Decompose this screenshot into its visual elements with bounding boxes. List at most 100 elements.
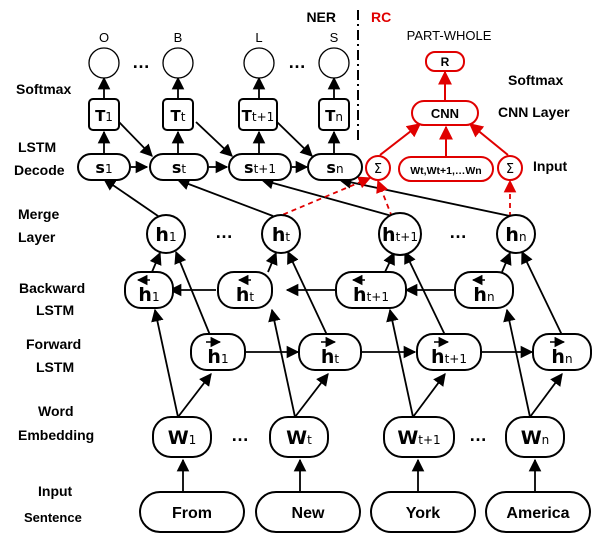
forward-node (416, 333, 482, 371)
backward-label: ht (236, 284, 255, 306)
sigma-icon: Σ (374, 162, 382, 177)
output-circle (243, 47, 275, 79)
backward-label: h1 (138, 284, 159, 306)
t-label: Tn (325, 107, 343, 125)
label-rc-softmax: Softmax (508, 72, 563, 88)
ner-header: NER (306, 9, 336, 25)
r-label: R (441, 55, 450, 69)
label-merge-line2: Layer (18, 229, 56, 245)
softmax-layer: T1 Tt Tt+1 Tn (88, 98, 350, 131)
t-box (162, 98, 194, 131)
embedding-node (152, 416, 212, 458)
label-lstm-decode-line1: LSTM (18, 139, 56, 155)
label-lstm-decode-line2: Decode (14, 162, 65, 178)
output-tag-s: S (330, 30, 339, 45)
output-tag-l: L (255, 30, 262, 45)
label-input-line2: Sentence (24, 510, 82, 525)
rc-header: RC (371, 9, 391, 25)
forward-label: ht (321, 346, 340, 368)
ellipsis: … (215, 222, 233, 242)
embedding-node (383, 416, 455, 458)
label-backward-line1: Backward (19, 280, 85, 296)
decode-label: st (172, 158, 187, 177)
forward-label: h1 (207, 346, 228, 368)
forward-node (298, 333, 362, 371)
backward-label: ht+1 (353, 284, 389, 306)
t-label: Tt (171, 107, 186, 125)
ellipsis: … (288, 52, 306, 72)
t-box (238, 98, 278, 131)
relation-label: PART-WHOLE (407, 28, 492, 43)
t-box (318, 98, 350, 131)
label-backward-line2: LSTM (36, 302, 74, 318)
embedding-label: Wn (521, 427, 550, 449)
backward-node (217, 271, 273, 309)
output-circle (162, 47, 194, 79)
word-window-label: Wt,Wt+1,…Wn (410, 165, 481, 177)
decode-layer: s1 st st+1 sn (77, 153, 363, 181)
ellipsis: … (132, 52, 150, 72)
decode-node (307, 153, 363, 181)
backward-lstm-layer: h1 ht ht+1 hn (124, 271, 514, 309)
embedding-node (505, 416, 565, 458)
label-merge-line1: Merge (18, 206, 59, 222)
label-forward-line1: Forward (26, 336, 81, 352)
word-embedding-layer: W1 Wt Wt+1 Wn … … (152, 416, 565, 458)
relation-classification: PART-WHOLE R CNN Σ Wt,Wt+1,…Wn Σ (365, 28, 523, 182)
label-softmax: Softmax (16, 81, 71, 97)
merge-label: hn (505, 224, 526, 246)
ellipsis: … (469, 425, 487, 445)
merge-label: h1 (155, 224, 176, 246)
word-box-from (139, 491, 245, 533)
output-circle (318, 47, 350, 79)
word-from: From (172, 505, 212, 522)
sigma-icon: Σ (506, 162, 514, 177)
right-labels: Softmax CNN Layer Input (498, 72, 570, 174)
merge-node (146, 214, 186, 254)
output-layer: O B L S … … (88, 30, 350, 79)
forward-node (532, 333, 592, 371)
label-cnn-layer: CNN Layer (498, 104, 570, 120)
embedding-label: W1 (168, 427, 197, 449)
t-label: Tt+1 (242, 107, 275, 125)
output-tag-b: B (174, 30, 183, 45)
t-box (88, 98, 120, 131)
label-rc-input: Input (533, 158, 568, 174)
embedding-label: Wt+1 (397, 427, 440, 449)
decode-label: st+1 (244, 158, 276, 177)
output-circle (88, 47, 120, 79)
embedding-label: Wt (286, 427, 312, 449)
merge-node (261, 214, 301, 254)
merge-node (496, 214, 536, 254)
label-forward-line2: LSTM (36, 359, 74, 375)
label-input-line1: Input (38, 483, 73, 499)
decode-label: s1 (95, 158, 112, 177)
cnn-box (411, 100, 479, 126)
word-window-box (398, 156, 494, 182)
word-box-america (485, 491, 591, 533)
backward-label: hn (473, 284, 494, 306)
label-word-line1: Word (38, 403, 74, 419)
embedding-node (269, 416, 329, 458)
ellipsis: … (231, 425, 249, 445)
ellipsis: … (449, 222, 467, 242)
backward-node (454, 271, 514, 309)
word-box-new (255, 491, 361, 533)
forward-label: ht+1 (431, 346, 467, 368)
r-box (425, 51, 465, 72)
merge-node (378, 212, 422, 256)
word-new: New (292, 505, 325, 522)
decode-node (149, 153, 209, 181)
merge-label: ht+1 (382, 224, 418, 246)
word-york: York (406, 505, 440, 522)
input-sentence-layer: From New York America (139, 491, 591, 533)
cnn-label: CNN (431, 106, 459, 121)
decode-node (77, 153, 131, 181)
edges (97, 70, 563, 492)
merge-label: ht (272, 224, 291, 246)
word-box-york (370, 491, 476, 533)
forward-node (190, 333, 246, 371)
sigma-node-left (365, 155, 391, 181)
decode-label: sn (326, 158, 343, 177)
output-tag-o: O (99, 30, 109, 45)
